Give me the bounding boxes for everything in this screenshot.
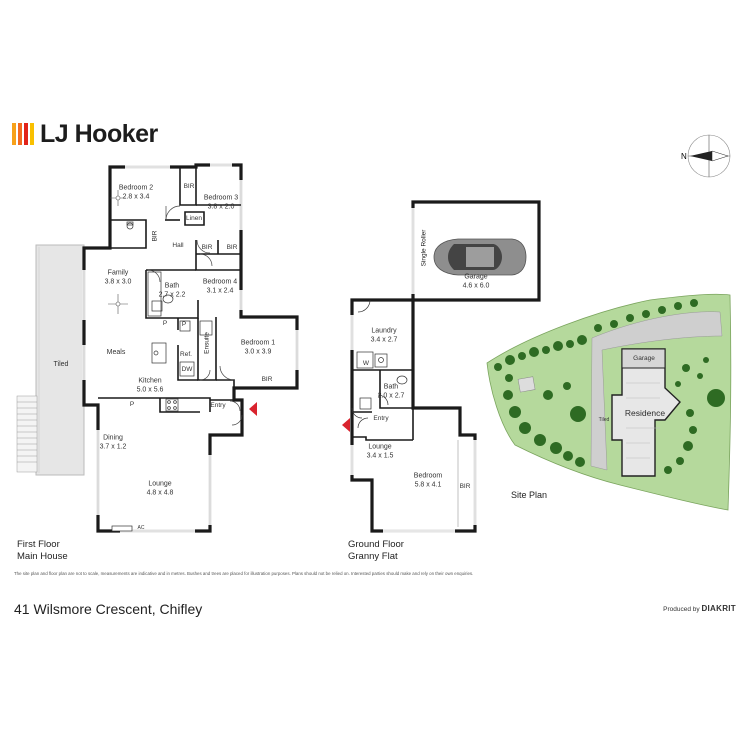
- compass-icon: [687, 134, 731, 178]
- disclaimer-text: The site plan and floor plan are not to …: [14, 571, 474, 576]
- kitchen-name: Kitchen: [138, 377, 162, 385]
- logo-stripe-4: [30, 123, 34, 145]
- linen-label: Linen: [186, 214, 202, 222]
- bedroom1-size: 3.0 x 3.9: [244, 348, 272, 355]
- gf-bath-name: Bath: [383, 383, 399, 391]
- laundry-size: 3.4 x 2.7: [370, 336, 398, 343]
- gf-bir-label: BIR: [459, 482, 471, 490]
- gf-bedroom-size: 5.8 x 4.1: [414, 481, 442, 488]
- dining-name: Dining: [103, 434, 123, 442]
- ref-label: Ref.: [180, 350, 192, 358]
- site-tiled-label: Tiled: [598, 416, 610, 423]
- w-label: W: [362, 359, 370, 367]
- bedroom2-size: 2.8 x 3.4: [122, 193, 150, 200]
- bedroom3-size: 3.8 x 2.0: [207, 203, 235, 210]
- brand-logo: LJ Hooker: [12, 120, 158, 148]
- first-floor-title-line1: First Floor: [17, 539, 60, 550]
- gf-lounge-size: 3.4 x 1.5: [366, 452, 394, 459]
- produced-by: Produced by DIAKRIT: [663, 604, 736, 613]
- logo-stripes: [12, 123, 34, 145]
- bath-name: Bath: [164, 282, 180, 290]
- bedroom2-name: Bedroom 2: [118, 184, 154, 192]
- ac-label: AC: [137, 524, 145, 531]
- bir-label-1: BIR: [183, 182, 195, 190]
- car-icon: [433, 238, 527, 276]
- bir-label-2: BIR: [151, 230, 159, 242]
- meals-label: Meals: [106, 348, 126, 356]
- ground-floor-title-line1: Ground Floor: [348, 539, 404, 550]
- hall-label: Hall: [172, 241, 184, 249]
- pantry-label-1: P: [162, 319, 168, 327]
- lounge-name: Lounge: [148, 480, 172, 488]
- bir-label-3: BIR: [201, 243, 213, 251]
- brand-name: LJ Hooker: [40, 119, 158, 148]
- property-address: 41 Wilsmore Crescent, Chifley: [14, 601, 203, 617]
- site-plan-title: Site Plan: [511, 490, 548, 500]
- bedroom4-name: Bedroom 4: [202, 278, 238, 286]
- bedroom1-name: Bedroom 1: [240, 339, 276, 347]
- family-name: Family: [107, 269, 129, 277]
- bath-size: 2.7 x 2.2: [158, 291, 186, 298]
- pantry-label-3: P: [129, 400, 135, 408]
- compass-label: N: [681, 152, 687, 161]
- entry-label: Entry: [210, 401, 226, 409]
- gf-entry-label: Entry: [373, 414, 389, 422]
- logo-stripe-1: [12, 123, 16, 145]
- single-roller-label: Single Roller: [420, 229, 428, 267]
- bedroom4-size: 3.1 x 2.4: [206, 287, 234, 294]
- ground-floor-title-line2: Granny Flat: [348, 551, 398, 562]
- logo-stripe-3: [24, 123, 28, 145]
- dw-label: DW: [181, 365, 193, 373]
- pantry-label-2: P: [181, 320, 187, 328]
- gf-bath-size: 2.0 x 2.7: [377, 392, 405, 399]
- gf-bedroom-name: Bedroom: [413, 472, 443, 480]
- dining-size: 3.7 x 1.2: [99, 443, 127, 450]
- family-size: 3.8 x 3.0: [104, 278, 132, 285]
- residence-footprint: [611, 348, 681, 477]
- bir-label-4: BIR: [226, 243, 238, 251]
- produced-by-prefix: Produced by: [663, 606, 700, 613]
- produced-by-name: DIAKRIT: [701, 604, 736, 613]
- tiled-label: Tiled: [53, 360, 69, 368]
- bir-label-5: BIR: [261, 375, 273, 383]
- ground-floor-plan: [342, 200, 541, 533]
- ensuite-label: Ensuite: [203, 332, 211, 354]
- bedroom3-name: Bedroom 3: [203, 194, 239, 202]
- logo-stripe-2: [18, 123, 22, 145]
- laundry-name: Laundry: [371, 327, 397, 335]
- first-floor-title-line2: Main House: [17, 551, 68, 562]
- garage-size: 4.6 x 6.0: [462, 282, 490, 289]
- lounge-size: 4.8 x 4.8: [146, 489, 174, 496]
- deck-stairs: [16, 395, 38, 473]
- garage-name: Garage: [464, 273, 488, 281]
- site-residence-label: Residence: [624, 407, 666, 418]
- granny-entry-arrow: [342, 418, 350, 432]
- gf-lounge-name: Lounge: [368, 443, 392, 451]
- site-trees: [494, 299, 725, 474]
- main-entry-arrow: [249, 402, 257, 416]
- kitchen-size: 5.0 x 5.6: [136, 386, 164, 393]
- site-plan-drawing: [486, 293, 732, 511]
- first-floor-plan: [16, 163, 299, 533]
- site-garage-label: Garage: [633, 354, 655, 362]
